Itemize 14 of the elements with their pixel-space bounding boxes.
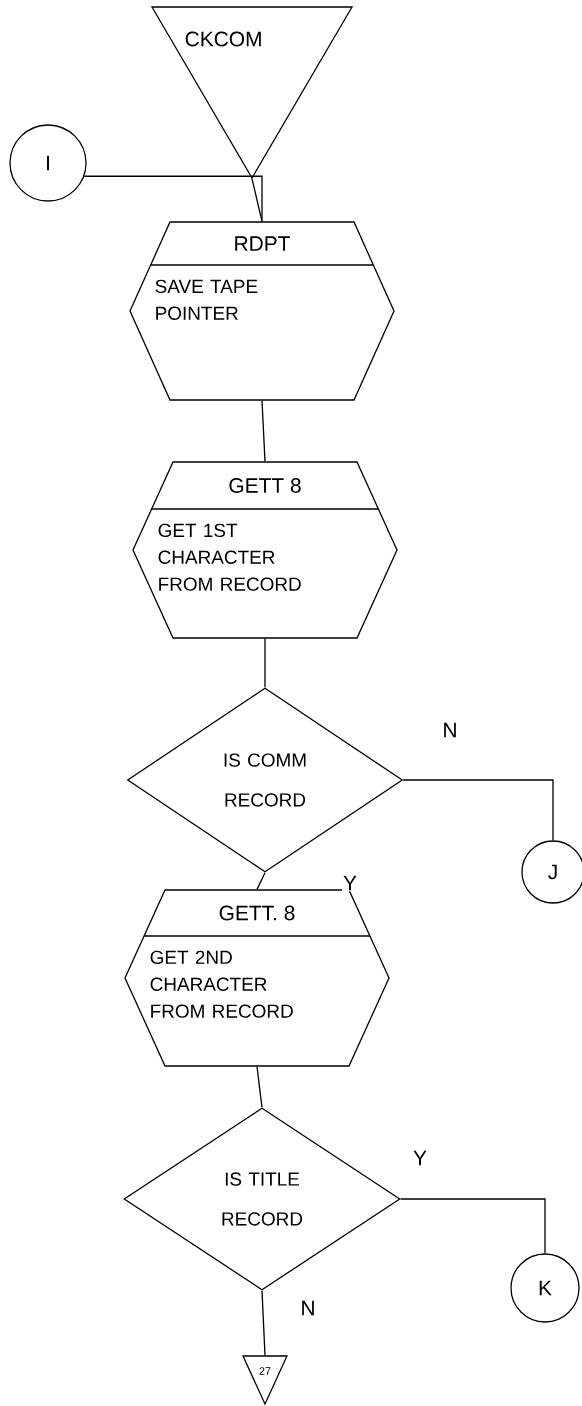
process-hexagon: GETT 8 GET 1ST CHARACTER FROM RECORD (132, 461, 398, 639)
connector-line (402, 779, 554, 841)
edge-label: N (441, 721, 459, 739)
process-hexagon: RDPT SAVE TAPE POINTER (129, 221, 395, 401)
connector-line (256, 1066, 263, 1108)
connector-line (261, 1290, 266, 1356)
connector-line (264, 638, 266, 688)
connector-line (83, 175, 263, 222)
connector-line (400, 1198, 546, 1254)
edge-label: Y (342, 874, 358, 892)
connector-line (256, 872, 266, 890)
connector-line (261, 400, 266, 462)
edge-label: Y (412, 1149, 428, 1167)
edge-label: N (299, 1299, 317, 1317)
